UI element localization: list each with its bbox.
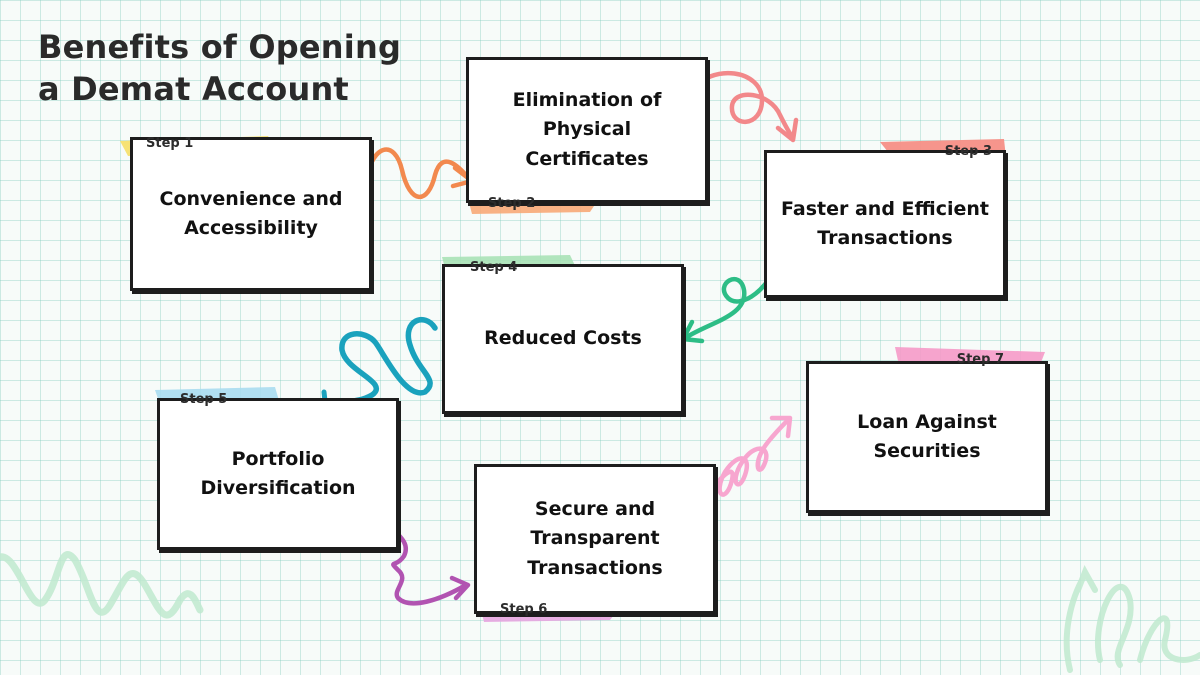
arrowhead-step7 [769, 415, 793, 439]
step-box-3: Faster and Efficient Transactions [764, 150, 1006, 298]
step-box-5: Portfolio Diversification [157, 398, 399, 550]
step-box-7-line-1: Loan Against [857, 410, 997, 433]
step-box-6: Secure and Transparent Transactions [474, 464, 716, 614]
step-box-7-line-2: Securities [873, 440, 981, 462]
step-tag-7: Step 7 [956, 352, 1004, 367]
step-box-6-line-2: Transparent [530, 527, 660, 550]
step-box-1-line-1: Convenience and [159, 187, 343, 210]
step-tag-2: Step 2 [488, 196, 536, 211]
arrowhead-step4 [680, 319, 705, 344]
step-box-4-text: Reduced Costs [484, 324, 642, 353]
step-box-7: Loan Against Securities [806, 361, 1048, 513]
step-box-5-text: Portfolio Diversification [200, 445, 355, 504]
page-title: Benefits of Opening a Demat Account [38, 26, 401, 110]
step-box-4: Reduced Costs [442, 264, 684, 414]
step-box-1-line-2: Accessibility [184, 217, 318, 239]
step-box-6-line-1: Secure and [534, 497, 656, 520]
step-box-5-line-1: Portfolio [231, 447, 325, 470]
step-tag-5: Step 5 [180, 392, 228, 407]
step-box-2-line-2: Certificates [525, 147, 649, 170]
step-box-4-line-1: Reduced Costs [484, 327, 642, 350]
step-box-6-line-3: Transactions [527, 556, 663, 579]
title-line-2: a Demat Account [38, 70, 349, 109]
arrow-step4-to-step5 [325, 317, 438, 411]
background-loop-scribble [1063, 564, 1200, 673]
step-box-3-line-2: Transactions [817, 227, 953, 249]
step-box-2: Elimination of Physical Certificates [466, 57, 708, 203]
step-box-1-text: Convenience and Accessibility [160, 185, 343, 244]
background-zigzag-scribble [0, 551, 204, 619]
step-box-5-line-2: Diversification [200, 477, 356, 499]
step-box-1: Convenience and Accessibility [130, 137, 372, 291]
step-box-2-line-1: Elimination of Physical [512, 88, 662, 141]
arrowhead-step3 [775, 117, 799, 143]
step-tag-4: Step 4 [470, 260, 518, 275]
step-box-7-text: Loan Against Securities [857, 408, 997, 467]
title-line-1: Benefits of Opening [38, 28, 402, 66]
step-box-3-text: Faster and Efficient Transactions [781, 195, 989, 254]
step-tag-6: Step 6 [500, 602, 548, 617]
step-tag-1: Step 1 [146, 136, 194, 151]
arrowhead-step6 [449, 575, 471, 601]
step-tag-3: Step 3 [944, 144, 992, 159]
step-box-6-text: Secure and Transparent Transactions [527, 495, 662, 583]
step-box-2-text: Elimination of Physical Certificates [469, 86, 705, 174]
step-box-3-line-1: Faster and Efficient [781, 197, 989, 220]
arrow-step1-to-step2 [360, 147, 473, 200]
